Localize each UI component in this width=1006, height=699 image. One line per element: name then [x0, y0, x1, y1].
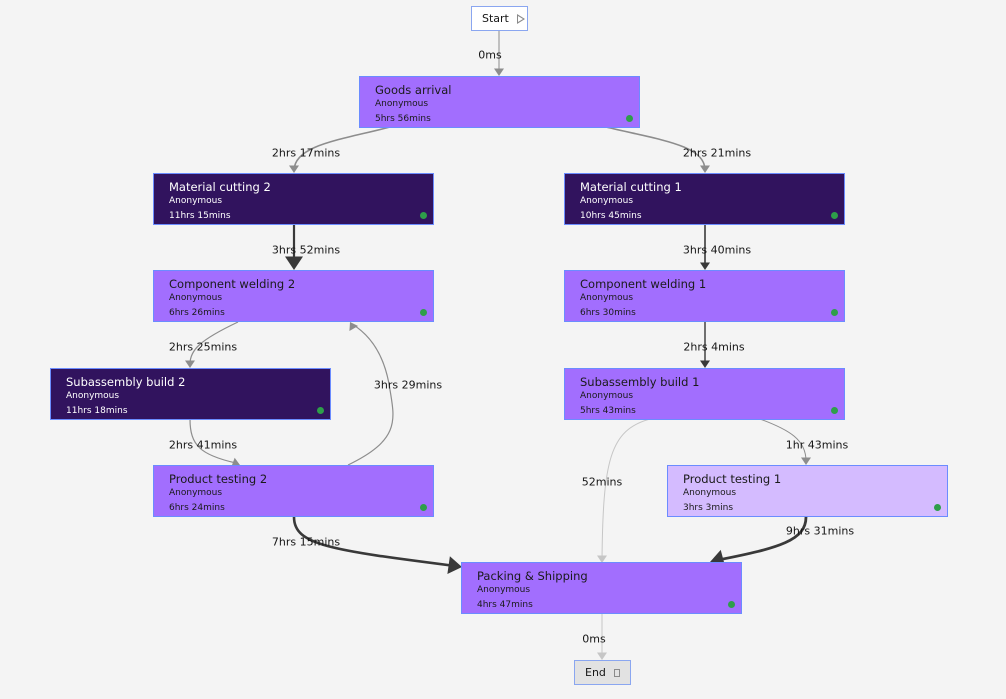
status-dot-icon: [831, 212, 838, 219]
node-subtitle: Anonymous: [169, 196, 223, 206]
node-duration: 5hrs 43mins: [580, 406, 636, 416]
node-duration: 6hrs 24mins: [169, 503, 225, 513]
start-node[interactable]: Start: [471, 6, 528, 31]
edge-duration-label: 7hrs 15mins: [271, 535, 341, 549]
node-duration: 5hrs 56mins: [375, 114, 431, 124]
node-subtitle: Anonymous: [477, 585, 531, 595]
edge-duration-label: 3hrs 52mins: [271, 243, 341, 257]
edge-subassembly-build-1-to-product-testing-1[interactable]: [759, 418, 807, 462]
node-title: Packing & Shipping: [477, 569, 588, 583]
node-subtitle: Anonymous: [580, 196, 634, 206]
node-title: Component welding 2: [169, 277, 296, 291]
status-dot-icon: [934, 504, 941, 511]
node-duration: 3hrs 3mins: [683, 503, 734, 513]
node-duration: 6hrs 30mins: [580, 308, 636, 318]
node-subtitle: Anonymous: [683, 488, 737, 498]
status-dot-icon: [420, 309, 427, 316]
node-title: Component welding 1: [580, 277, 707, 291]
status-dot-icon: [831, 407, 838, 414]
play-icon: [516, 13, 525, 24]
edge-arrowhead: [289, 165, 299, 173]
node-duration: 11hrs 15mins: [169, 211, 231, 221]
edge-duration-label: 3hrs 40mins: [682, 243, 752, 257]
node-subtitle: Anonymous: [580, 293, 634, 303]
node-duration: 6hrs 26mins: [169, 308, 225, 318]
edge-duration-label: 0ms: [478, 48, 502, 62]
status-dot-icon: [728, 601, 735, 608]
edge-subassembly-build-2-to-product-testing-2[interactable]: [189, 418, 237, 464]
start-label: Start: [482, 12, 509, 25]
node-title: Material cutting 2: [169, 180, 271, 194]
edge-arrowhead: [285, 256, 303, 270]
edge-duration-label: 2hrs 4mins: [683, 340, 745, 354]
node-subtitle: Anonymous: [66, 391, 120, 401]
edge-goods-arrival-to-material-cutting-1[interactable]: [605, 126, 706, 171]
edge-duration-label: 2hrs 21mins: [682, 146, 752, 160]
node-material-cutting-1[interactable]: Material cutting 1 Anonymous 10hrs 45mins: [564, 173, 845, 225]
node-subtitle: Anonymous: [169, 293, 223, 303]
node-title: Goods arrival: [375, 83, 452, 97]
edge-arrowhead: [700, 262, 710, 270]
edge-arrowhead: [801, 457, 811, 465]
node-title: Product testing 2: [169, 472, 268, 486]
edge-arrowhead: [597, 555, 607, 563]
node-subtitle: Anonymous: [580, 391, 634, 401]
node-product-testing-1[interactable]: Product testing 1 Anonymous 3hrs 3mins: [667, 465, 948, 517]
edge-goods-arrival-to-material-cutting-2[interactable]: [293, 126, 391, 171]
node-duration: 4hrs 47mins: [477, 600, 533, 610]
edge-subassembly-build-1-to-packing-shipping[interactable]: [601, 418, 651, 561]
edge-duration-label: 2hrs 25mins: [168, 340, 238, 354]
node-component-welding-2[interactable]: Component welding 2 Anonymous 6hrs 26mins: [153, 270, 434, 322]
status-dot-icon: [626, 115, 633, 122]
node-subassembly-build-2[interactable]: Subassembly build 2 Anonymous 11hrs 18mins: [50, 368, 331, 420]
edge-arrowhead: [185, 360, 195, 368]
stop-icon: [613, 668, 620, 677]
edge-arrowhead: [597, 652, 607, 660]
node-duration: 11hrs 18mins: [66, 406, 128, 416]
edge-duration-label: 2hrs 41mins: [168, 438, 238, 452]
node-title: Subassembly build 2: [66, 375, 186, 389]
edge-arrowhead: [700, 360, 710, 368]
node-product-testing-2[interactable]: Product testing 2 Anonymous 6hrs 24mins: [153, 465, 434, 517]
edge-duration-label: 52mins: [581, 475, 623, 489]
status-dot-icon: [317, 407, 324, 414]
edge-arrowhead: [349, 322, 359, 331]
node-material-cutting-2[interactable]: Material cutting 2 Anonymous 11hrs 15mins: [153, 173, 434, 225]
edge-duration-label: 9hrs 31mins: [785, 524, 855, 538]
node-subtitle: Anonymous: [169, 488, 223, 498]
node-component-welding-1[interactable]: Component welding 1 Anonymous 6hrs 30mins: [564, 270, 845, 322]
status-dot-icon: [831, 309, 838, 316]
node-title: Product testing 1: [683, 472, 782, 486]
status-dot-icon: [420, 212, 427, 219]
node-title: Material cutting 1: [580, 180, 682, 194]
edge-duration-label: 3hrs 29mins: [373, 378, 443, 392]
edge-arrowhead: [447, 556, 462, 575]
node-subtitle: Anonymous: [375, 99, 429, 109]
edge-arrowhead: [231, 457, 240, 468]
status-dot-icon: [420, 504, 427, 511]
end-label: End: [585, 666, 606, 679]
node-subassembly-build-1[interactable]: Subassembly build 1 Anonymous 5hrs 43mins: [564, 368, 845, 420]
edge-arrowhead: [494, 68, 504, 76]
edge-component-welding-2-to-subassembly-build-2[interactable]: [189, 321, 239, 365]
end-node[interactable]: End: [574, 660, 631, 685]
edge-duration-label: 0ms: [582, 632, 606, 646]
node-title: Subassembly build 1: [580, 375, 700, 389]
edge-product-testing-1-to-packing-shipping[interactable]: [717, 516, 808, 562]
edge-arrowhead: [700, 165, 710, 173]
node-duration: 10hrs 45mins: [580, 211, 642, 221]
edge-duration-label: 2hrs 17mins: [271, 146, 341, 160]
edge-duration-label: 1hr 43mins: [785, 438, 849, 452]
edge-product-testing-2-to-packing-shipping[interactable]: [292, 516, 456, 568]
edge-product-testing-2-to-component-welding-2[interactable]: [347, 323, 394, 466]
